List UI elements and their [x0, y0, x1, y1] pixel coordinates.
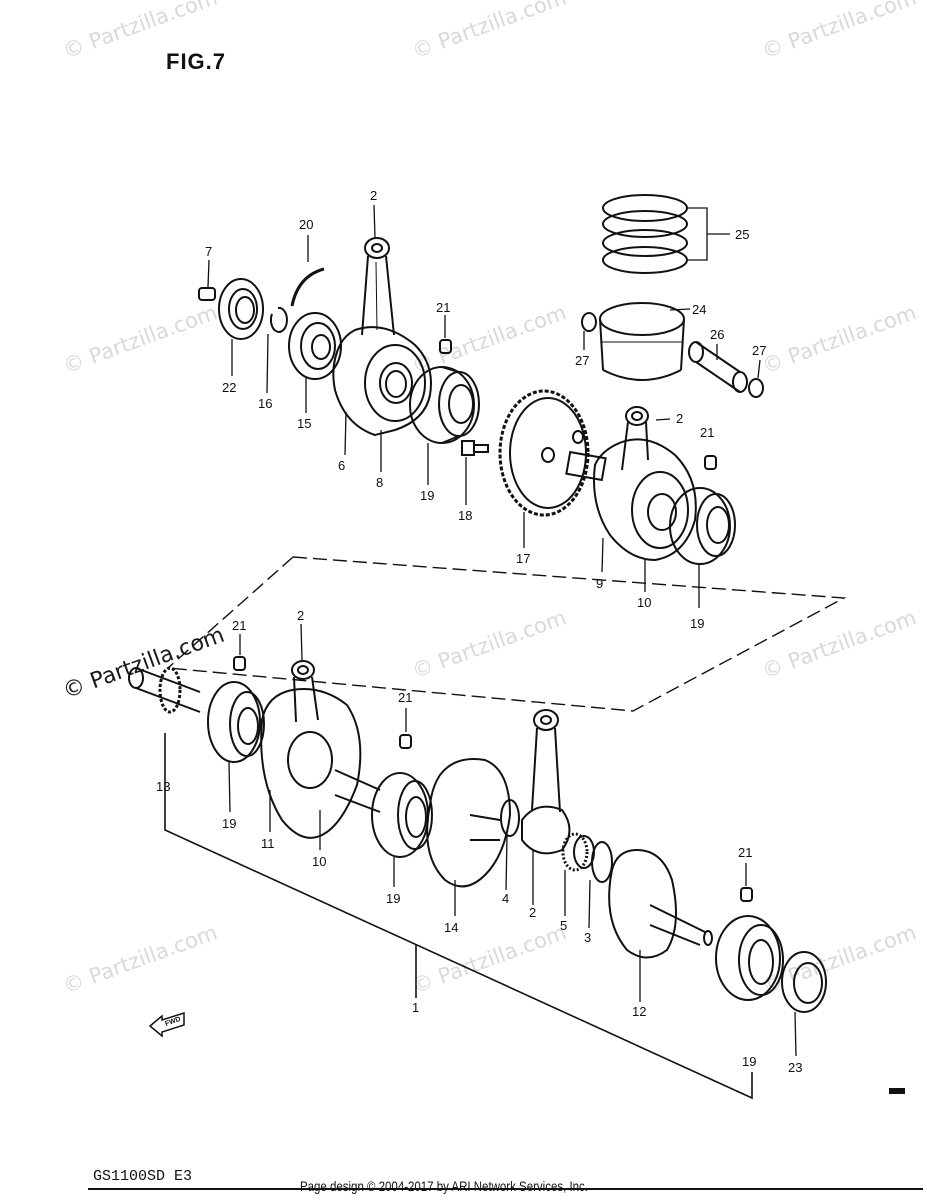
callout-15: 15 [297, 416, 311, 431]
part-10-crank-web [593, 438, 697, 562]
callout-10: 10 [312, 854, 326, 869]
callout-23: 23 [788, 1060, 802, 1075]
callout-25: 25 [735, 227, 749, 242]
part-26-piston-pin [688, 341, 748, 393]
part-19-bearing [409, 366, 480, 444]
model-code: GS1100SD E3 [93, 1168, 193, 1185]
callout-4: 4 [502, 891, 509, 906]
part-12-crank-web [608, 848, 713, 959]
part-16-circlip [269, 306, 288, 333]
callout-12: 12 [632, 1004, 646, 1019]
callout-19: 19 [420, 488, 434, 503]
part-5-needle-bearing [561, 832, 595, 872]
callout-1: 1 [412, 1000, 419, 1015]
callout-9: 9 [596, 576, 603, 591]
callout-3: 3 [584, 930, 591, 945]
callout-11: 11 [261, 836, 275, 851]
callout-6: 6 [338, 458, 345, 473]
callout-2: 2 [297, 608, 304, 623]
part-21-dowel [439, 339, 452, 354]
part-3-thrust-washer [591, 841, 613, 883]
callout-13: 13 [156, 779, 170, 794]
part-11-crank-web [260, 688, 362, 839]
part-25-piston-rings [602, 194, 688, 274]
callout-2: 2 [676, 411, 683, 426]
callout-21: 21 [738, 845, 752, 860]
part-15-bearing [288, 312, 342, 380]
callout-27: 27 [575, 353, 589, 368]
part-27-circlip [748, 378, 764, 398]
callout-19: 19 [222, 816, 236, 831]
callout-10: 10 [637, 595, 651, 610]
callout-2: 2 [529, 905, 536, 920]
part-2-connecting-rod [361, 237, 395, 336]
part-20-ring-clip [290, 267, 325, 307]
part-13-splined-shaft [128, 666, 201, 714]
callout-2: 2 [370, 188, 377, 203]
callout-19: 19 [690, 616, 704, 631]
callout-17: 17 [516, 551, 530, 566]
part-21-dowel [740, 887, 753, 902]
part-24-piston [599, 302, 685, 381]
footer-rule [88, 1188, 923, 1190]
part-27-circlip [581, 312, 597, 332]
part-17-primary-gear [498, 389, 590, 517]
callout-14: 14 [444, 920, 458, 935]
callout-5: 5 [560, 918, 567, 933]
callout-27: 27 [752, 343, 766, 358]
part-19-bearing [669, 487, 736, 565]
callout-20: 20 [299, 217, 313, 232]
part-8-crank-web [332, 326, 432, 437]
callout-7: 7 [205, 244, 212, 259]
callout-21: 21 [436, 300, 450, 315]
callout-18: 18 [458, 508, 472, 523]
figure-title: FIG.7 [166, 49, 227, 74]
part-18-bolt [461, 440, 489, 456]
callout-8: 8 [376, 475, 383, 490]
part-2-connecting-rod [521, 709, 571, 855]
fwd-arrow-icon [148, 1011, 185, 1038]
shaft-upper [565, 450, 607, 482]
part-2-connecting-rod [291, 660, 319, 723]
callout-19: 19 [742, 1054, 756, 1069]
callout-21: 21 [398, 690, 412, 705]
callout-16: 16 [258, 396, 272, 411]
part-7-pin [198, 287, 216, 301]
part-21-dowel [399, 734, 412, 749]
callout-24: 24 [692, 302, 706, 317]
part-19-bearing [371, 772, 433, 858]
part-19-bearing [207, 681, 265, 763]
part-4-thrust-washer [500, 799, 520, 837]
part-23-oil-seal [781, 951, 827, 1013]
part-19-bearing [715, 915, 784, 1001]
part-22-oil-seal [218, 278, 264, 340]
callout-21: 21 [700, 425, 714, 440]
callout-21: 21 [232, 618, 246, 633]
part-21-dowel [704, 455, 717, 470]
part-21-dowel [233, 656, 246, 671]
footer-copyright: Page design © 2004-2017 by ARI Network S… [300, 1178, 588, 1194]
part-14-crank-web [426, 758, 512, 888]
callout-26: 26 [710, 327, 724, 342]
callout-22: 22 [222, 380, 236, 395]
callout-19: 19 [386, 891, 400, 906]
